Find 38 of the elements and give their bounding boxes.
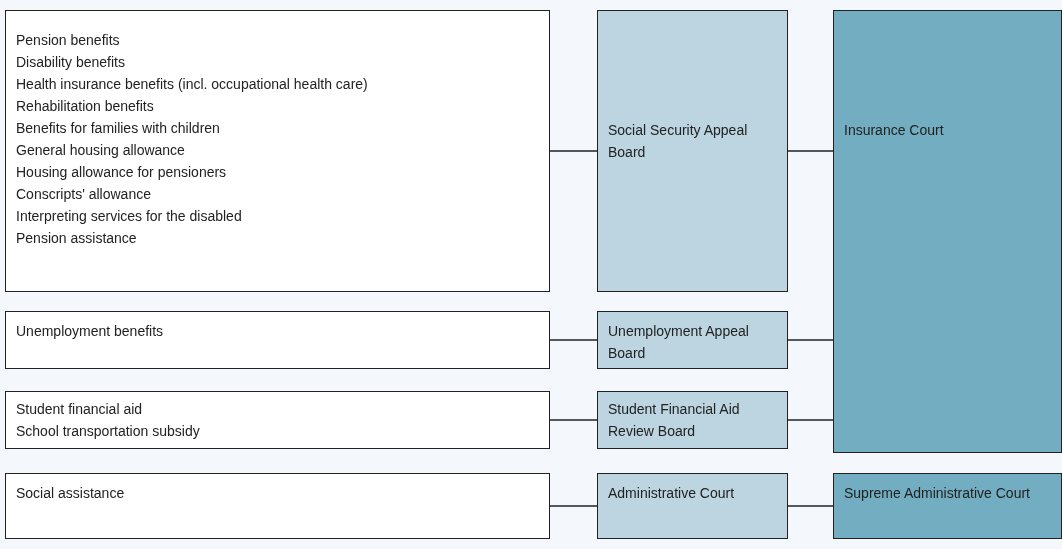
benefit-text: Disability benefits — [16, 53, 126, 72]
benefit-text: Pension assistance — [16, 229, 138, 248]
board-name: Social Security Appeal Board — [608, 121, 749, 162]
court-box — [597, 473, 788, 539]
appeal-board-box — [597, 311, 788, 369]
court-name: Supreme Administrative Court — [844, 484, 1031, 503]
benefit-text: School transportation subsidy — [16, 422, 201, 441]
connector-line — [787, 150, 834, 152]
appeal-board-box — [597, 10, 788, 292]
benefit-text: Housing allowance for pensioners — [16, 163, 228, 182]
connector-line — [787, 419, 834, 421]
connector-line — [549, 419, 598, 421]
benefit-text: Health insurance benefits (incl. occupational health care) — [16, 75, 369, 94]
connector-line — [549, 505, 598, 507]
court-box — [833, 473, 1062, 539]
court-name: Insurance Court — [844, 121, 945, 140]
board-name: Unemployment Appeal Board — [608, 322, 750, 363]
benefit-text: Student financial aid — [16, 400, 144, 419]
benefit-text: Conscripts' allowance — [16, 185, 152, 204]
benefit-text: Interpreting services for the disabled — [16, 207, 243, 226]
category-box — [5, 10, 550, 292]
court-name: Administrative Court — [608, 484, 736, 503]
connector-line — [787, 505, 834, 507]
connector-line — [787, 339, 834, 341]
benefit-text: Unemployment benefits — [16, 322, 165, 341]
benefit-text: Benefits for families with children — [16, 119, 221, 138]
category-box — [5, 311, 550, 369]
benefit-text: General housing allowance — [16, 141, 186, 160]
appeal-board-box — [597, 391, 788, 449]
benefit-text: Social assistance — [16, 484, 126, 503]
category-box — [5, 473, 550, 539]
category-box — [5, 391, 550, 449]
board-name: Student Financial Aid Review Board — [608, 400, 741, 441]
court-box — [833, 10, 1062, 453]
connector-line — [549, 150, 598, 152]
benefit-text: Rehabilitation benefits — [16, 97, 155, 116]
connector-line — [549, 339, 598, 341]
benefit-text: Pension benefits — [16, 31, 121, 50]
